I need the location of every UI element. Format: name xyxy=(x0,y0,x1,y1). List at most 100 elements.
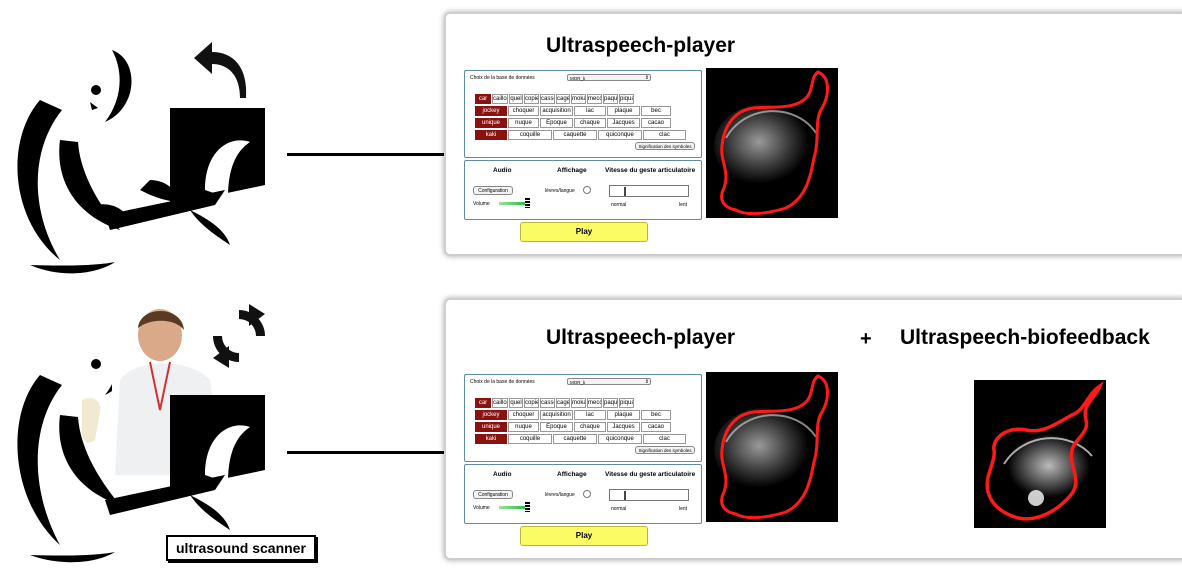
refresh-cycle-icon xyxy=(213,304,265,368)
levres-langue-toggle[interactable] xyxy=(583,186,591,194)
word-cell[interactable]: casse xyxy=(540,398,555,408)
word-cell[interactable]: paque xyxy=(603,94,618,104)
word-cell[interactable]: acquisition xyxy=(540,410,573,420)
configuration-button[interactable]: Configuration xyxy=(473,490,513,499)
word-cell[interactable]: mecc xyxy=(587,398,602,408)
word-cell[interactable]: cacao xyxy=(641,118,671,128)
signification-button[interactable]: Signification des symboles xyxy=(635,142,695,150)
word-cell[interactable]: car xyxy=(475,398,491,408)
word-cell[interactable]: acquisition xyxy=(540,106,573,116)
speed-slider[interactable] xyxy=(609,489,689,501)
word-cell[interactable]: jockey xyxy=(475,106,507,116)
levres-langue-label: lèvres/langue xyxy=(545,188,575,194)
speed-slider[interactable] xyxy=(609,185,689,197)
word-cell[interactable]: caillou xyxy=(492,398,508,408)
connector-line-bottom xyxy=(287,451,445,454)
word-cell[interactable]: nuque xyxy=(508,422,539,432)
word-cell[interactable]: bec xyxy=(641,410,671,420)
word-cell[interactable]: chaque xyxy=(574,118,606,128)
word-cell[interactable]: piqua xyxy=(619,94,634,104)
word-cell[interactable]: quiconque xyxy=(598,434,642,444)
word-cell[interactable]: lac xyxy=(574,410,606,420)
word-cell[interactable]: clac xyxy=(643,130,686,140)
database-select[interactable]: MOR_k ⇕ xyxy=(567,378,651,385)
chevron-updown-icon: ⇕ xyxy=(644,75,649,81)
word-cell[interactable]: jockey xyxy=(475,410,507,420)
word-cell[interactable]: Epoque xyxy=(540,422,573,432)
volume-slider-handle[interactable] xyxy=(525,502,530,512)
volume-meter[interactable] xyxy=(499,506,527,509)
word-cell[interactable]: caillou xyxy=(492,94,508,104)
play-button[interactable]: Play xyxy=(520,222,648,242)
word-cell[interactable]: coquille xyxy=(508,130,552,140)
word-cell[interactable]: quiconque xyxy=(598,130,642,140)
word-cell[interactable]: quel xyxy=(509,94,523,104)
word-cell[interactable]: plaque xyxy=(607,106,640,116)
word-cell[interactable]: copie xyxy=(524,94,539,104)
database-select[interactable]: MOR_k⇕ xyxy=(567,74,651,81)
speed-slider-thumb[interactable] xyxy=(624,187,626,196)
signification-button[interactable]: Signification des symboles xyxy=(635,446,695,454)
panel-title-biofeedback: Ultraspeech-biofeedback xyxy=(900,326,1150,349)
word-cell[interactable]: kaki xyxy=(475,130,507,140)
database-select-value: MOR_k xyxy=(570,380,586,385)
ultrasound-scanner-label: ultrasound scanner xyxy=(166,535,316,561)
word-cell[interactable]: Jacques xyxy=(607,422,640,432)
word-row: carcaillouquelcopiecassecagemokameccpaqu… xyxy=(475,398,635,408)
word-cell[interactable]: mecc xyxy=(587,94,602,104)
ultrasound-tongue-image xyxy=(706,68,838,218)
audio-heading: Audio xyxy=(493,471,512,478)
panel-bottom: Ultraspeech-player+Ultraspeech-biofeedba… xyxy=(444,298,1182,560)
word-cell[interactable]: piqua xyxy=(619,398,634,408)
word-cell[interactable]: copie xyxy=(524,398,539,408)
word-cell[interactable]: choquer xyxy=(508,410,539,420)
configuration-button[interactable]: Configuration xyxy=(473,186,513,195)
word-cell[interactable]: nuque xyxy=(508,118,539,128)
word-cell[interactable]: plaque xyxy=(607,410,640,420)
word-row: carcaillouquelcopiecassecagemokameccpaqu… xyxy=(475,94,635,104)
word-cell[interactable]: caquette xyxy=(553,130,597,140)
volume-slider-handle[interactable] xyxy=(525,198,530,208)
word-cell[interactable]: car xyxy=(475,94,491,104)
word-cell[interactable]: quel xyxy=(509,398,523,408)
vitesse-heading: Vitesse du geste articulatoire xyxy=(605,167,696,174)
word-cell[interactable]: unique xyxy=(475,422,507,432)
word-cell[interactable]: Epoque xyxy=(540,118,573,128)
word-cell[interactable]: moka xyxy=(571,94,586,104)
word-cell[interactable]: Jacques xyxy=(607,118,640,128)
levres-langue-label: lèvres/langue xyxy=(545,492,575,498)
word-cell[interactable]: coquille xyxy=(508,434,552,444)
word-cell[interactable]: lac xyxy=(574,106,606,116)
word-cell[interactable]: chaque xyxy=(574,422,606,432)
word-cell[interactable]: choquer xyxy=(508,106,539,116)
volume-label: Volume xyxy=(473,505,490,511)
panel-title-player: Ultraspeech-player xyxy=(546,34,736,57)
panel-title-player: Ultraspeech-player xyxy=(546,326,736,349)
user-at-computer-illustration-top xyxy=(17,50,265,274)
word-cell[interactable]: caquette xyxy=(553,434,597,444)
word-cell[interactable]: unique xyxy=(475,118,507,128)
word-cell[interactable]: kaki xyxy=(475,434,507,444)
word-cell[interactable]: clac xyxy=(643,434,686,444)
word-cell[interactable]: paque xyxy=(603,398,618,408)
word-cell[interactable]: cage xyxy=(556,398,570,408)
chevron-updown-icon: ⇕ xyxy=(644,379,649,385)
word-cell[interactable]: cage xyxy=(556,94,570,104)
levres-langue-toggle[interactable] xyxy=(583,490,591,498)
affichage-heading: Affichage xyxy=(557,167,587,174)
volume-meter[interactable] xyxy=(499,202,527,205)
play-button[interactable]: Play xyxy=(520,526,648,546)
biofeedback-ultrasound-image xyxy=(974,380,1106,528)
word-cell[interactable]: cacao xyxy=(641,422,671,432)
word-cell[interactable]: casse xyxy=(540,94,555,104)
word-cell[interactable]: bec xyxy=(641,106,671,116)
biofeedback-contour-graphic xyxy=(985,381,1104,521)
speed-slider-thumb[interactable] xyxy=(624,491,626,500)
word-cell[interactable]: moka xyxy=(571,398,586,408)
lent-label: lent xyxy=(679,506,688,512)
user-at-computer-illustration-bottom xyxy=(17,305,265,563)
